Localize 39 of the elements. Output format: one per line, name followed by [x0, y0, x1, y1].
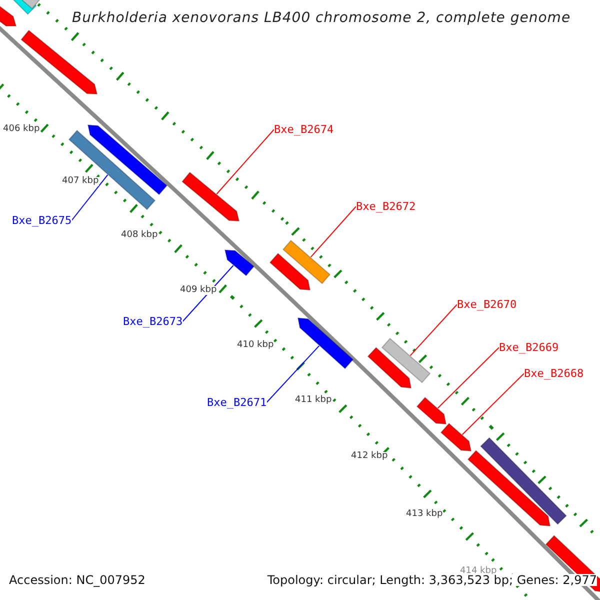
leader-line: [71, 174, 108, 221]
gene-label: Bxe_B2675: [12, 215, 72, 226]
leader-line: [266, 345, 320, 403]
gene-label: Bxe_B2672: [356, 201, 416, 212]
gene-label: Bxe_B2673: [123, 316, 183, 327]
gene-feature: [440, 422, 472, 452]
tick-label: 412 kbp: [351, 452, 388, 461]
tick-label: 408 kbp: [121, 231, 158, 240]
leader-line: [462, 373, 524, 436]
gene-label: Bxe_B2674: [274, 124, 334, 135]
gene-feature: [269, 252, 311, 291]
gene-feature: [416, 396, 447, 425]
gene-feature: [467, 450, 551, 527]
gene-feature: [480, 437, 567, 525]
gene-label: Bxe_B2670: [457, 299, 517, 310]
tick-label: 406 kbp: [3, 125, 40, 134]
tick-label: 407 kbp: [62, 177, 99, 186]
leader-line: [216, 129, 274, 194]
gene-feature: [282, 240, 331, 284]
gene-feature: [20, 30, 98, 95]
genome-info-text: Topology: circular; Length: 3,363,523 bp; Genes: 2,977: [267, 574, 597, 586]
gene-feature: [224, 249, 255, 276]
gene-label: Bxe_B2669: [499, 342, 559, 353]
gene-label: Bxe_B2671: [207, 397, 267, 408]
gene-feature: [182, 172, 240, 222]
tick-label: 409 kbp: [180, 286, 217, 295]
accession-text: Accession: NC_007952: [9, 574, 146, 586]
leader-line: [310, 206, 356, 258]
tick-label: 410 kbp: [237, 341, 274, 350]
gene-feature: [367, 346, 412, 389]
leader-line: [437, 347, 500, 409]
tick-label: 413 kbp: [406, 510, 443, 519]
leader-line: [182, 265, 234, 322]
gene-feature: [297, 317, 354, 370]
leader-line: [410, 304, 458, 356]
gene-feature: [381, 338, 431, 384]
tick-label: 411 kbp: [295, 396, 332, 405]
gene-label: Bxe_B2668: [524, 368, 584, 379]
title: Burkholderia xenovorans LB400 chromosome 2, complete genome: [72, 11, 571, 25]
